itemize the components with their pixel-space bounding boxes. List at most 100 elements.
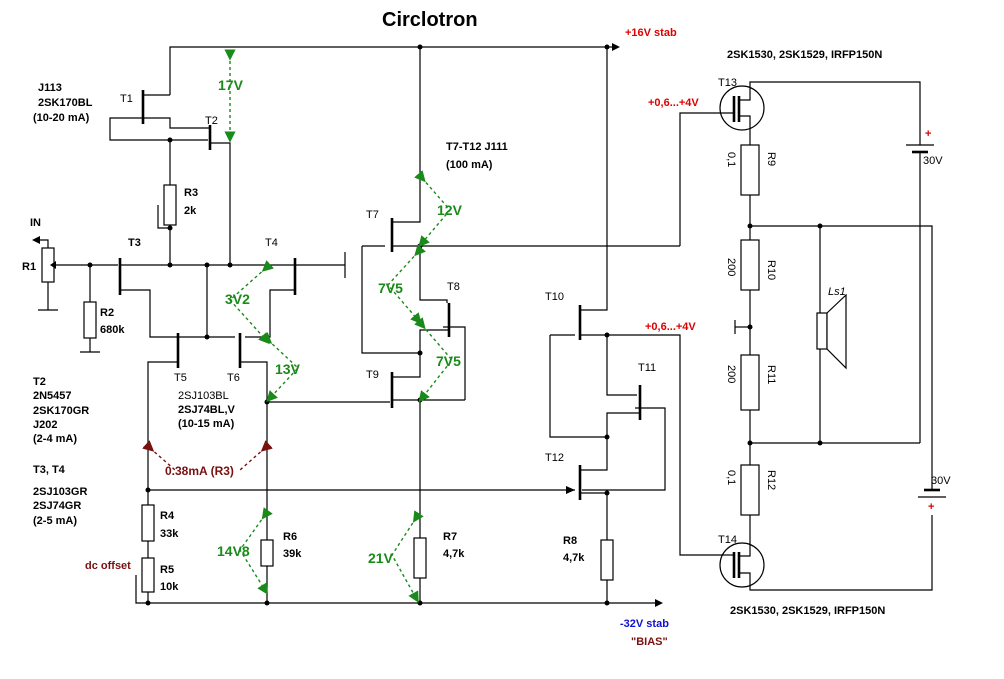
- resistor-r5: [135, 557, 155, 604]
- r10-value: 200: [725, 258, 737, 276]
- t10-label: T10: [545, 291, 564, 303]
- t34-part-3: 2SJ74GR: [33, 500, 81, 512]
- resistor-r8: [600, 539, 614, 603]
- diagram-title: Circlotron: [382, 9, 478, 31]
- t1-part-1: J113: [38, 82, 62, 94]
- transistor-t12: [578, 434, 610, 540]
- t3-label: T3: [128, 237, 141, 249]
- current-r3: 0.38mA (R3): [165, 464, 234, 478]
- voltage-arrow-14v8: [239, 507, 273, 595]
- voltage-7v5a: 7V5: [378, 280, 403, 296]
- r6-label: R6: [283, 531, 297, 543]
- r5-label: R5: [160, 564, 174, 576]
- r11-value: 200: [725, 365, 737, 383]
- r7-label: R7: [443, 531, 457, 543]
- r9-label: R9: [765, 152, 777, 166]
- battery-top-voltage: 30V: [923, 155, 943, 167]
- voltage-13v: 13V: [275, 361, 301, 377]
- transistor-t10: [549, 47, 722, 556]
- voltage-arrow-21v: [391, 510, 424, 603]
- r1-label: R1: [22, 261, 36, 273]
- voltage-arrow-7v5a: [387, 244, 426, 325]
- t56-part-3: (10-15 mA): [178, 418, 235, 430]
- input-pot-r1: [32, 236, 118, 311]
- r11-label: R11: [765, 365, 777, 384]
- dc-offset-label: dc offset: [85, 560, 131, 572]
- t7-part-2: (100 mA): [446, 159, 493, 171]
- mosfet-t14: [719, 515, 933, 591]
- voltage-14v8: 14V8: [217, 543, 250, 559]
- voltage-arrow-13v: [260, 332, 299, 403]
- t34-part-2: 2SJ103GR: [33, 486, 87, 498]
- negative-rail: [145, 599, 663, 607]
- transistor-t9: [390, 350, 423, 538]
- t56-part-2: 2SJ74BL,V: [178, 404, 236, 416]
- resistor-r7: [413, 537, 427, 603]
- r5-value: 10k: [160, 581, 179, 593]
- r8-label: R8: [563, 535, 577, 547]
- t2-part-3: 2SK170GR: [33, 405, 89, 417]
- t7-part-1: T7-T12 J111: [446, 141, 508, 153]
- bias-label: "BIAS": [631, 636, 668, 648]
- resistor-r4: [141, 490, 155, 558]
- transistor-t6: [238, 333, 390, 540]
- t12-label: T12: [545, 452, 564, 464]
- feedback-line: [145, 486, 575, 494]
- resistor-r2: [80, 265, 100, 353]
- transistor-t1: [109, 90, 208, 141]
- resistor-r6: [260, 539, 274, 603]
- battery-top-sign: +: [925, 128, 931, 140]
- battery-bottom: [918, 488, 946, 498]
- r2-label: R2: [100, 307, 114, 319]
- r8-value: 4,7k: [563, 552, 585, 564]
- r7-value: 4,7k: [443, 548, 465, 560]
- r4-value: 33k: [160, 528, 179, 540]
- mosfet-bottom-parts: 2SK1530, 2SK1529, IRFP150N: [730, 605, 885, 617]
- resistor-r9: [740, 144, 760, 240]
- voltage-3v2: 3V2: [225, 291, 250, 307]
- t2-part-1: T2: [33, 376, 46, 388]
- resistor-r10: [734, 239, 760, 355]
- voltage-7v5b: 7V5: [436, 353, 461, 369]
- t2-label: T2: [205, 115, 218, 127]
- t6-label: T6: [227, 372, 240, 384]
- input-label: IN: [30, 217, 41, 229]
- t1-label: T1: [120, 93, 133, 105]
- transistor-t8: [419, 303, 466, 401]
- positive-rail: [169, 43, 620, 95]
- t2-part-5: (2-4 mA): [33, 433, 77, 445]
- t56-part-1: 2SJ103BL: [178, 390, 229, 402]
- voltage-arrow-7v5b: [414, 317, 453, 403]
- t34-part-1: T3, T4: [33, 464, 66, 476]
- resistor-r3: [157, 184, 177, 265]
- t7-label: T7: [366, 209, 379, 221]
- transistor-t2: [167, 124, 231, 265]
- transistor-t7: [361, 47, 712, 354]
- t9-label: T9: [366, 369, 379, 381]
- t1-part-3: (10-20 mA): [33, 112, 90, 124]
- t1-part-2: 2SK170BL: [38, 97, 93, 109]
- t14-label: T14: [718, 534, 737, 546]
- positive-rail-label: +16V stab: [625, 27, 677, 39]
- resistor-r11: [740, 354, 760, 465]
- transistor-t11: [582, 385, 666, 491]
- gate-bias-top: +0,6...+4V: [648, 97, 699, 109]
- voltage-17v: 17V: [218, 77, 244, 93]
- negative-rail-label: -32V stab: [620, 618, 669, 630]
- r10-label: R10: [765, 260, 777, 280]
- resistor-r12: [740, 464, 760, 545]
- gate-bias-mid: +0,6...+4V: [645, 321, 696, 333]
- voltage-21v: 21V: [368, 550, 394, 566]
- battery-bottom-sign: +: [928, 501, 934, 513]
- t34-part-4: (2-5 mA): [33, 515, 77, 527]
- mosfet-top-parts: 2SK1530, 2SK1529, IRFP150N: [727, 49, 882, 61]
- r12-label: R12: [765, 470, 777, 490]
- r4-label: R4: [160, 510, 175, 522]
- battery-bottom-voltage: 30V: [931, 475, 951, 487]
- mosfet-t13: [712, 81, 921, 145]
- r9-value: 0,1: [725, 152, 737, 167]
- t4-label: T4: [265, 237, 278, 249]
- t2-part-4: J202: [33, 419, 57, 431]
- r12-value: 0,1: [725, 470, 737, 485]
